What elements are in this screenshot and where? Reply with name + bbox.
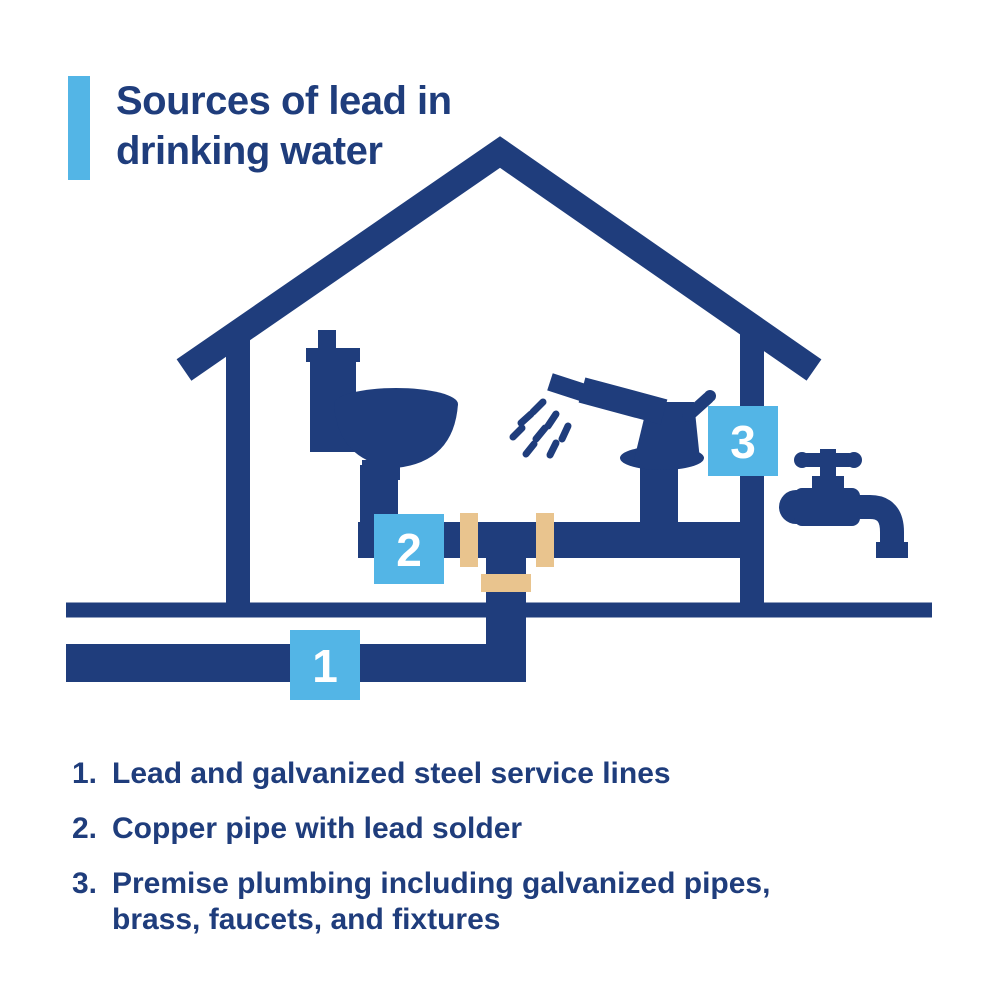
- page-title: Sources of lead in drinking water: [116, 76, 452, 180]
- solder-joint: [460, 513, 478, 567]
- solder-joint: [536, 513, 554, 567]
- title-line-1: Sources of lead in: [116, 79, 452, 123]
- badge-3-square: [708, 406, 778, 476]
- badge-2-square: [374, 514, 444, 584]
- badge-1-square: [290, 630, 360, 700]
- solder-joint: [481, 574, 531, 592]
- faucet-spray-icon: [509, 373, 716, 470]
- legend-item-1-number: 1.: [72, 757, 98, 790]
- faucet-supply-pipe: [640, 460, 678, 526]
- riser-pipe: [486, 550, 526, 682]
- title-accent-bar: [68, 76, 90, 180]
- solder-joints: [460, 513, 554, 592]
- water-spray: [509, 398, 572, 459]
- legend-item-1: 1. Lead and galvanized steel service lin…: [72, 756, 817, 792]
- badge-2: 2: [374, 514, 444, 584]
- badge-1: 1: [290, 630, 360, 700]
- badge-1-number: 1: [312, 640, 338, 692]
- toilet-icon: [306, 330, 458, 480]
- badge-3: 3: [708, 406, 778, 476]
- header: Sources of lead in drinking water: [68, 76, 452, 180]
- badge-2-number: 2: [396, 524, 422, 576]
- legend-item-1-text: Lead and galvanized steel service lines: [112, 757, 671, 790]
- outdoor-spigot-icon: [779, 449, 908, 558]
- legend-item-3: 3. Premise plumbing including galvanized…: [72, 866, 817, 938]
- legend: 1. Lead and galvanized steel service lin…: [72, 756, 817, 938]
- legend-item-2-text: Copper pipe with lead solder: [112, 812, 523, 845]
- legend-item-3-number: 3.: [72, 867, 98, 900]
- title-line-2: drinking water: [116, 129, 383, 173]
- roof-line: [176, 136, 822, 381]
- legend-item-2-number: 2.: [72, 812, 98, 845]
- legend-item-3-text: Premise plumbing including galvanized pi…: [112, 867, 771, 936]
- legend-item-2: 2. Copper pipe with lead solder: [72, 811, 817, 847]
- badge-3-number: 3: [730, 416, 756, 468]
